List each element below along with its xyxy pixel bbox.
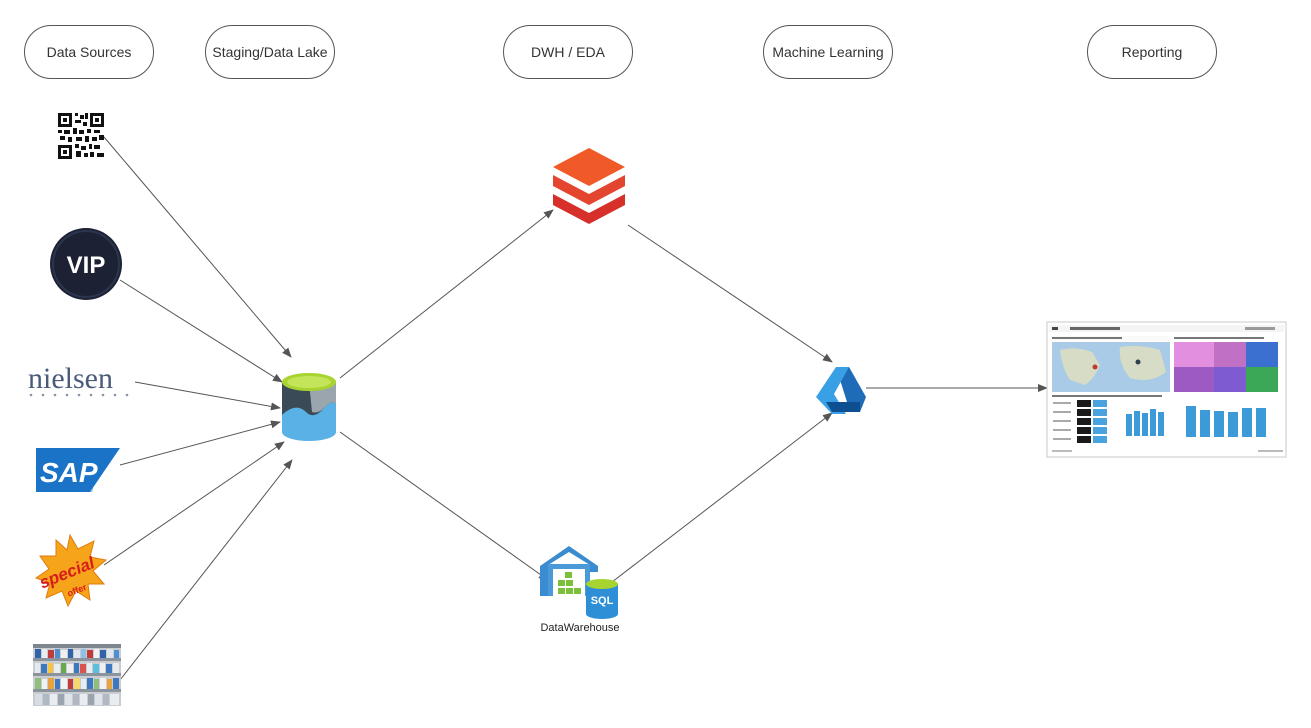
header-machine-learning-label: Machine Learning (772, 44, 884, 60)
arrow-shelves-to-lake (119, 459, 293, 681)
databricks-icon (553, 148, 625, 224)
arrow-databricks-to-ml (627, 224, 833, 363)
nielsen-logo: nielsen (28, 362, 129, 397)
store-shelves-icon (33, 644, 121, 706)
connector-group (103, 136, 1048, 681)
arrow-sap-to-lake (119, 420, 281, 466)
header-data-sources-label: Data Sources (46, 44, 132, 60)
sap-logo: SAP ® (36, 448, 120, 494)
datawarehouse-label: DataWarehouse (540, 622, 620, 634)
header-data-sources: Data Sources (24, 25, 154, 79)
datawarehouse-sql-label: SQL (591, 595, 614, 607)
sap-logo-text: SAP (40, 457, 98, 488)
arrow-lake-to-dwh (339, 431, 549, 581)
header-machine-learning: Machine Learning (763, 25, 893, 79)
qr-code-icon (58, 113, 104, 159)
arrow-qr-to-lake (103, 136, 292, 358)
arrow-vip-to-lake (119, 279, 283, 383)
header-dwh-eda-label: DWH / EDA (531, 44, 605, 60)
vip-icon-label: VIP (67, 252, 106, 279)
special-offer-icon: special offer (34, 533, 108, 608)
arrow-offer-to-lake (103, 441, 285, 566)
arrow-dwh-to-ml (611, 412, 833, 583)
vip-icon: VIP (50, 228, 122, 300)
header-reporting: Reporting (1087, 25, 1217, 79)
datawarehouse-icon: SQL (540, 546, 618, 619)
header-reporting-label: Reporting (1121, 44, 1183, 60)
data-lake-icon (282, 373, 336, 441)
dashboard-thumbnail (1046, 321, 1287, 458)
header-dwh-eda: DWH / EDA (503, 25, 633, 79)
azure-ml-icon (816, 367, 866, 414)
header-staging: Staging/Data Lake (205, 25, 335, 79)
svg-text:®: ® (88, 486, 94, 494)
header-staging-label: Staging/Data Lake (212, 44, 328, 60)
arrow-nielsen-to-lake (134, 381, 281, 411)
arrow-lake-to-databricks (339, 209, 554, 379)
nielsen-logo-text: nielsen (28, 362, 113, 395)
